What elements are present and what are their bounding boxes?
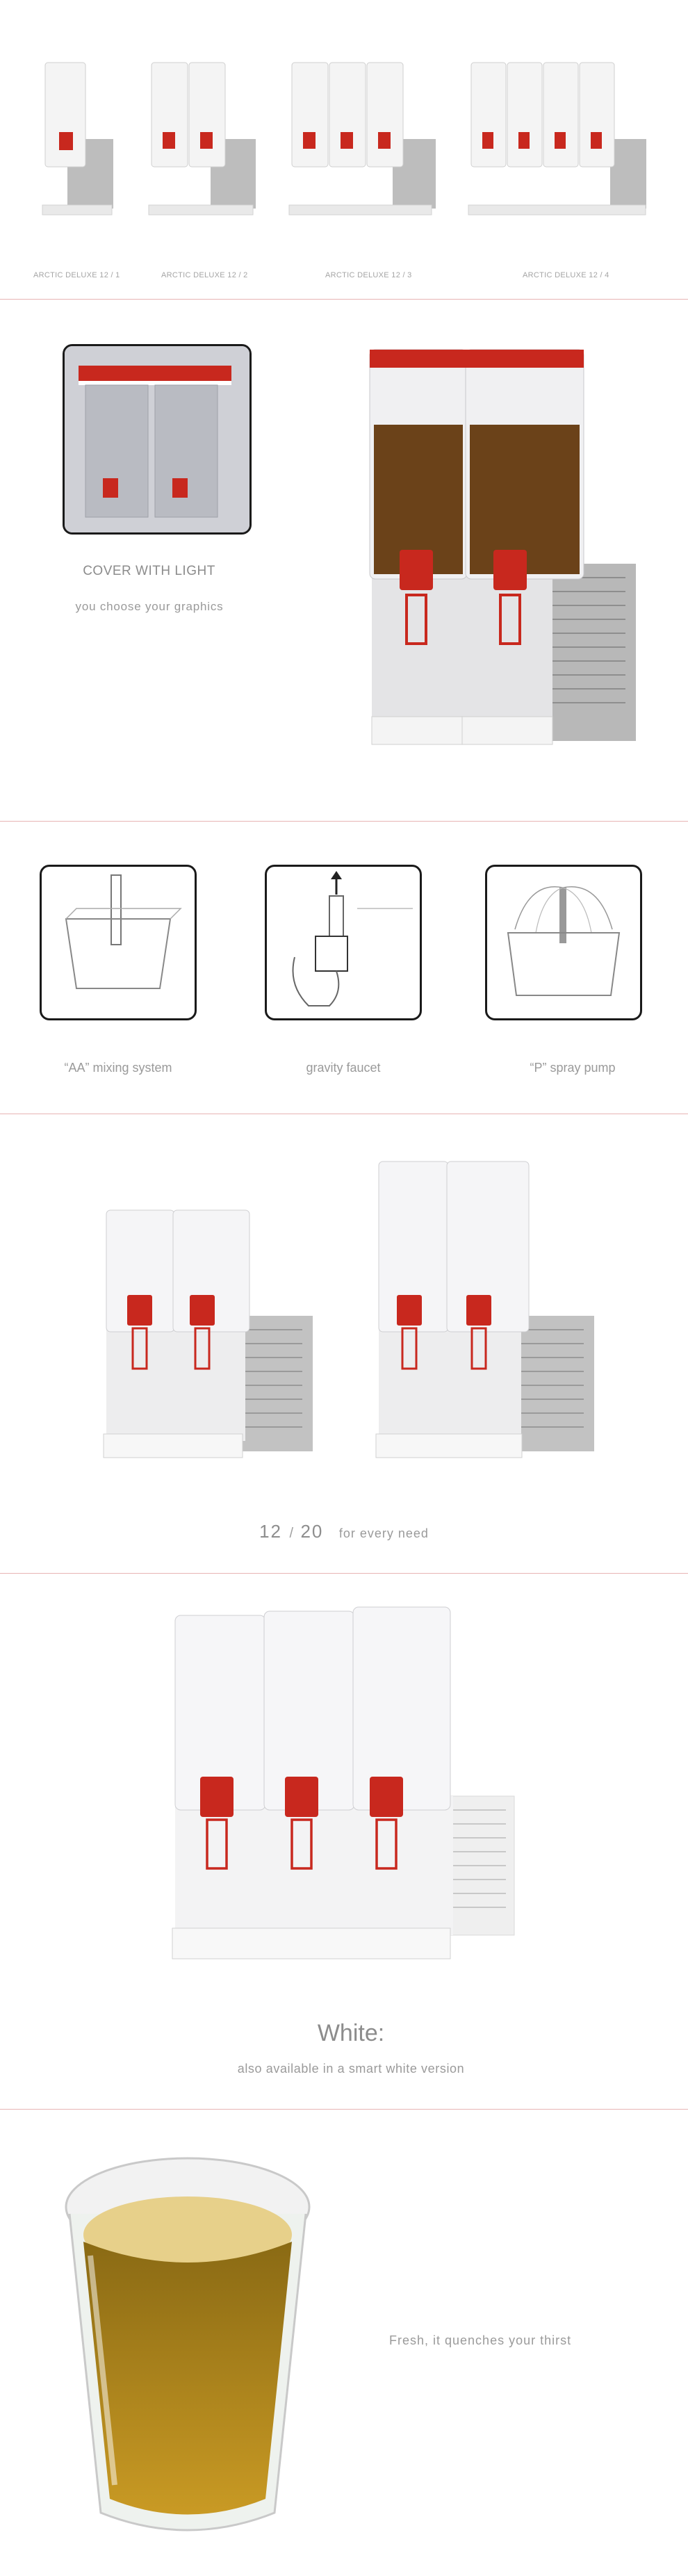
cover-title: COVER WITH LIGHT: [83, 564, 215, 578]
mixing-system-image: [40, 865, 197, 1020]
product-image-12-2: [148, 62, 256, 215]
section-divider: [0, 2109, 688, 2110]
size-separator: /: [289, 1526, 294, 1541]
fresh-text: Fresh, it quenches your thirst: [389, 2333, 572, 2347]
cover-section: COVER WITH LIGHT you choose your graphic…: [0, 300, 688, 821]
feature-label-faucet: gravity faucet: [306, 1061, 381, 1075]
product-image-12-1: [42, 62, 113, 215]
sizes-caption: 12 / 20 for every need: [208, 1521, 480, 1542]
size-20: 20: [300, 1521, 324, 1542]
dispenser-image-brown-drink: [369, 349, 636, 745]
product-range-section: ARCTIC DELUXE 12 / 1 ARCTIC DELUXE 12 / …: [0, 0, 688, 299]
sizes-tagline: for every need: [338, 1526, 429, 1540]
dispenser-image-12: [103, 1209, 313, 1458]
product-label: ARCTIC DELUXE 12 / 4: [523, 271, 609, 279]
white-subtitle: also available in a smart white version: [237, 2062, 465, 2076]
product-image-12-3: [288, 62, 436, 215]
sizes-section: 12 / 20 for every need: [0, 1114, 688, 1573]
gravity-faucet-image: [265, 865, 422, 1020]
product-label: ARCTIC DELUXE 12 / 3: [325, 271, 412, 279]
section-divider: [0, 821, 688, 822]
cover-subtitle: you choose your graphics: [75, 600, 224, 613]
white-version-section: White: also available in a smart white v…: [0, 1574, 688, 2109]
product-label: ARCTIC DELUXE 12 / 1: [33, 271, 120, 279]
section-divider: [0, 299, 688, 300]
feature-label-mixing: “AA” mixing system: [64, 1061, 172, 1075]
product-label: ARCTIC DELUXE 12 / 2: [161, 271, 248, 279]
glass-of-drink-image: [65, 2157, 311, 2532]
cover-closeup-image: [63, 344, 252, 535]
size-12: 12: [259, 1521, 282, 1542]
spray-pump-image: [485, 865, 642, 1020]
dispenser-image-20: [375, 1161, 594, 1458]
white-title: White:: [317, 2020, 385, 2046]
features-section: “AA” mixing system gravity faucet “P” sp…: [0, 822, 688, 1114]
fresh-section: Fresh, it quenches your thirst: [0, 2110, 688, 2576]
feature-label-spray: “P” spray pump: [530, 1061, 616, 1075]
dispenser-image-white: [172, 1606, 515, 1959]
product-image-12-4: [468, 62, 646, 215]
section-divider: [0, 1573, 688, 1574]
